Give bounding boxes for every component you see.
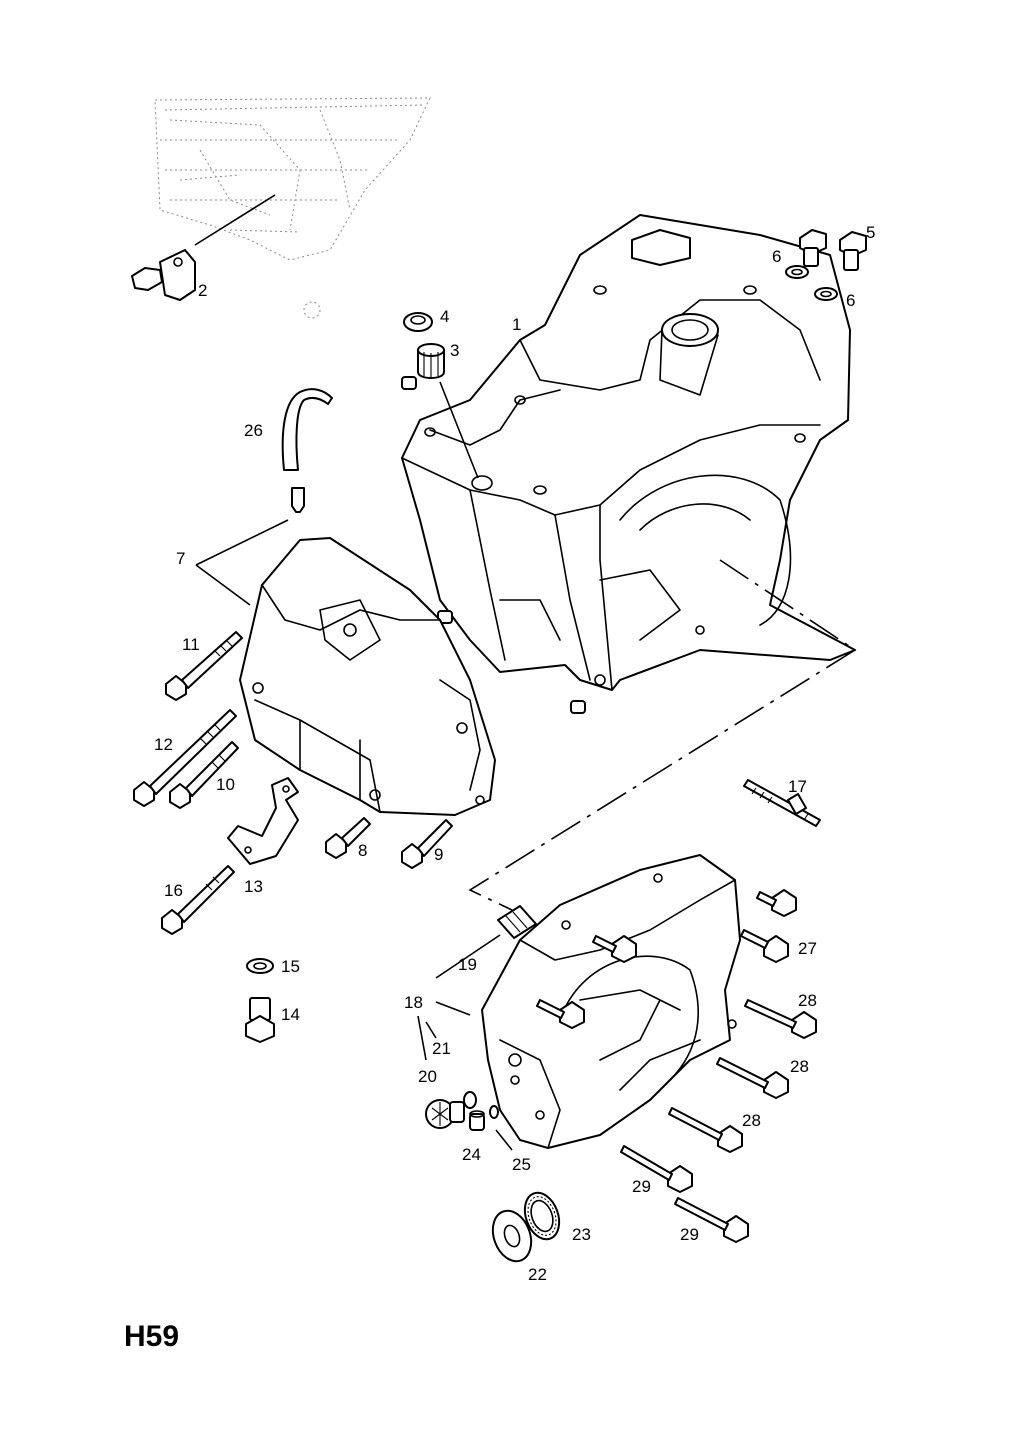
part-26-breather-hose[interactable] xyxy=(281,388,333,513)
callout-27: 27 xyxy=(798,939,817,958)
callout-26: 26 xyxy=(244,421,263,440)
callout-28: 28 xyxy=(742,1111,761,1130)
part-28-bolt[interactable] xyxy=(536,935,817,1153)
diagram-code: H59 xyxy=(124,1320,180,1353)
callout-9: 9 xyxy=(434,845,443,864)
part-3-needle-bearing[interactable] xyxy=(417,343,445,379)
callout-11: 11 xyxy=(182,635,200,654)
callout-2: 2 xyxy=(198,281,207,300)
part-29-bolt[interactable] xyxy=(620,1145,749,1243)
callout-14: 14 xyxy=(281,1005,300,1024)
part-13-bracket[interactable] xyxy=(227,777,299,865)
callout-13: 13 xyxy=(244,877,263,896)
part-8-bolt[interactable] xyxy=(325,817,371,859)
callout-1: 1 xyxy=(512,315,521,334)
callout-12: 12 xyxy=(154,735,173,754)
callout-29: 29 xyxy=(680,1225,699,1244)
part-7-side-cover[interactable] xyxy=(195,519,496,816)
callout-5: 5 xyxy=(866,223,875,242)
part-17-stud-bolt[interactable] xyxy=(743,779,821,827)
callout-19: 19 xyxy=(458,955,477,974)
callout-7: 7 xyxy=(176,549,185,568)
callout-25: 25 xyxy=(512,1155,531,1174)
callout-18: 18 xyxy=(404,993,423,1012)
callout-10: 10 xyxy=(216,775,235,794)
part-19-needle-bearing[interactable] xyxy=(497,905,537,939)
part-5-plug-bolt[interactable] xyxy=(799,229,867,271)
part-16-bolt[interactable] xyxy=(161,865,235,935)
part-23-thrust-bearing[interactable] xyxy=(519,1188,565,1244)
part-25-o-ring[interactable] xyxy=(489,1105,499,1119)
part-6-sealing-washer[interactable] xyxy=(785,265,838,301)
callout-28: 28 xyxy=(790,1057,809,1076)
callout-4: 4 xyxy=(440,307,449,326)
part-20-plug[interactable] xyxy=(425,1099,465,1129)
callout-24: 24 xyxy=(462,1145,481,1164)
callout-17: 17 xyxy=(788,777,807,796)
callout-29: 29 xyxy=(632,1177,651,1196)
callout-labels: 1 2 3 4 5 6 6 7 8 9 10 11 12 13 14 15 16… xyxy=(154,223,875,1284)
part-4-oil-seal[interactable] xyxy=(403,312,433,332)
part-24-plug[interactable] xyxy=(469,1110,485,1131)
part-15-washer[interactable] xyxy=(246,958,274,974)
callout-21: 21 xyxy=(432,1039,451,1058)
callout-8: 8 xyxy=(358,841,367,860)
assembly-centerline xyxy=(435,559,857,979)
callout-28: 28 xyxy=(798,991,817,1010)
part-27-bolt[interactable] xyxy=(740,889,797,963)
dowel-pin xyxy=(401,376,586,714)
part-9-bolt[interactable] xyxy=(401,819,453,869)
part-1-transmission-housing[interactable] xyxy=(401,214,856,691)
part-10-bolt[interactable] xyxy=(169,741,239,809)
callout-6: 6 xyxy=(772,247,781,266)
part-21-o-ring[interactable] xyxy=(463,1091,477,1109)
part-11-bolt[interactable] xyxy=(165,631,243,701)
callout-6: 6 xyxy=(846,291,855,310)
callout-20: 20 xyxy=(418,1067,437,1086)
part-22-thrust-washer[interactable] xyxy=(486,1205,538,1266)
part-2-cover-plate[interactable] xyxy=(131,249,196,301)
part-12-bolt[interactable] xyxy=(133,709,237,807)
part-14-drain-plug[interactable] xyxy=(245,997,275,1043)
callout-16: 16 xyxy=(164,881,183,900)
callout-3: 3 xyxy=(450,341,459,360)
callout-22: 22 xyxy=(528,1265,547,1284)
callout-15: 15 xyxy=(281,957,300,976)
engine-block-background xyxy=(154,97,431,319)
callout-23: 23 xyxy=(572,1225,591,1244)
